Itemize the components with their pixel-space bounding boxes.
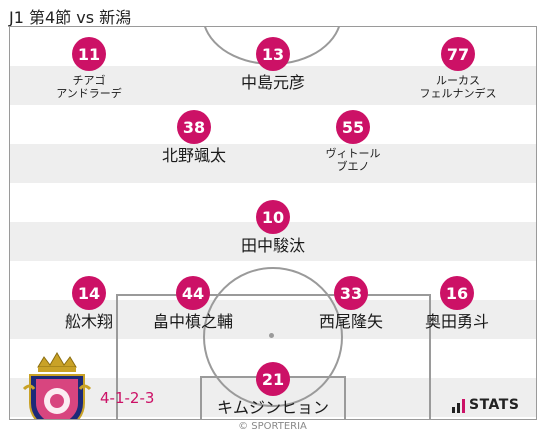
stats-logo: STATS [452,397,519,413]
formation-label: 4-1-2-3 [100,389,155,407]
player-name: 畠中槙之輔 [152,312,233,331]
player-name: ルーカスフェルナンデス [419,74,497,100]
player-card[interactable]: 13 中島元彦 [241,37,305,92]
player-number-badge: 11 [72,37,106,71]
copyright-credit: © SPORTERIA [238,421,307,432]
penalty-spot [269,333,274,338]
player-card[interactable]: 16 奥田勇斗 [425,276,489,331]
player-number-badge: 14 [72,276,106,310]
player-number-badge: 10 [256,200,290,234]
player-card[interactable]: 21 キムジンヒョン [217,362,329,417]
match-title: J1 第4節 vs 新潟 [9,8,132,27]
player-number-badge: 44 [176,276,210,310]
player-name: 田中駿汰 [240,236,305,255]
cerezo-osaka-crest-icon [22,352,92,419]
player-number-badge: 33 [334,276,368,310]
penalty-arc [203,267,343,407]
player-name: キムジンヒョン [216,398,329,417]
player-card[interactable]: 11 チアゴアンドラーデ [56,37,122,100]
player-card[interactable]: 33 西尾隆矢 [319,276,383,331]
player-name: 奥田勇斗 [424,312,489,331]
player-card[interactable]: 38 北野颯太 [162,110,226,165]
player-name: チアゴアンドラーデ [56,74,122,100]
player-card[interactable]: 10 田中駿汰 [241,200,305,255]
player-card[interactable]: 44 畠中槙之輔 [153,276,233,331]
player-number-badge: 55 [336,110,370,144]
bar-chart-icon [452,399,465,413]
player-number-badge: 38 [177,110,211,144]
stats-label: STATS [469,397,520,413]
player-name: 中島元彦 [240,73,305,92]
pitch: 11 チアゴアンドラーデ 13 中島元彦 77 ルーカスフェルナンデス 38 北… [9,26,537,420]
player-card[interactable]: 14 舩木翔 [65,276,113,331]
player-name: 北野颯太 [161,146,226,165]
player-card[interactable]: 77 ルーカスフェルナンデス [420,37,497,100]
player-name: 舩木翔 [64,312,113,331]
player-name: 西尾隆矢 [318,312,383,331]
player-number-badge: 13 [256,37,290,71]
player-number-badge: 16 [440,276,474,310]
player-number-badge: 21 [256,362,290,396]
player-card[interactable]: 55 ヴィトールブエノ [326,110,381,173]
player-name: ヴィトールブエノ [325,147,381,173]
player-number-badge: 77 [441,37,475,71]
penalty-box [116,294,431,419]
